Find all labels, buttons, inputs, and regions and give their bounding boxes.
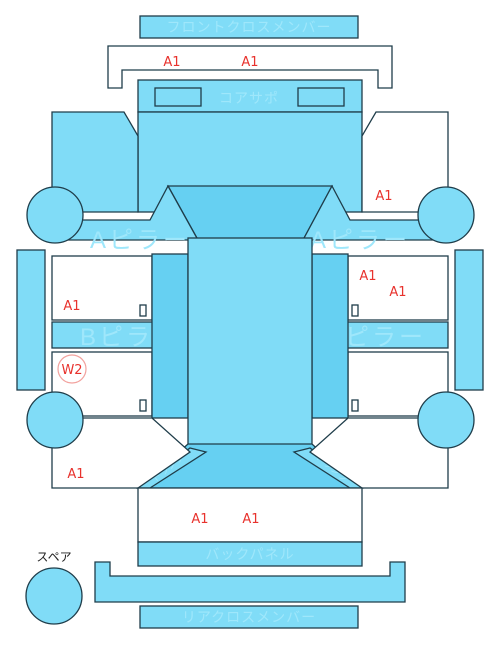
- trunk-lid: [137, 487, 363, 543]
- trunk-code-right: A1: [242, 512, 259, 527]
- spare-tire: [25, 567, 83, 625]
- back-panel-label: バックパネル: [205, 546, 294, 562]
- rear-cross-member: [139, 605, 359, 629]
- roof: [187, 237, 313, 451]
- wheel-front-right: [417, 186, 475, 244]
- front-door-right-code-1: A1: [359, 269, 376, 284]
- door-handle-front-left: [139, 304, 147, 317]
- front-door-left-code: A1: [63, 299, 80, 314]
- side-panel-right: [454, 249, 484, 391]
- front-door-left: [51, 255, 153, 321]
- w2-marker: [57, 354, 87, 384]
- fender-right-code: A1: [375, 189, 392, 204]
- front-bumper-code-left: A1: [163, 55, 180, 70]
- quarter-panel-left: [51, 417, 192, 489]
- trunk-code-left: A1: [191, 512, 208, 527]
- front-bumper: [107, 45, 393, 89]
- rear-door-left-code: W2: [61, 363, 82, 378]
- door-handle-front-right: [351, 304, 359, 317]
- fender-right: [361, 111, 449, 213]
- side-sill-right: [311, 253, 349, 419]
- a-pillar-left-label: Aピラー: [90, 227, 190, 254]
- rear-cross-member-label: リアクロスメンバー: [182, 609, 316, 625]
- spare-label: スペア: [36, 550, 71, 564]
- front-cross-member-label: フロントクロスメンバー: [167, 19, 332, 35]
- front-bumper-code-right: A1: [241, 55, 258, 70]
- front-cross-member: [139, 15, 359, 39]
- headlight-left: [154, 87, 202, 107]
- rear-bumper: [94, 561, 406, 603]
- door-handle-rear-left: [139, 399, 147, 412]
- door-handle-rear-right: [351, 399, 359, 412]
- wheel-rear-right: [417, 391, 475, 449]
- front-door-right-code-2: A1: [389, 285, 406, 300]
- back-panel: [137, 541, 363, 567]
- a-pillar-right-label: Aピラー: [310, 227, 410, 254]
- core-support-label: コアサポ: [219, 90, 279, 106]
- headlight-right: [297, 87, 345, 107]
- side-sill-left: [151, 253, 189, 419]
- wheel-rear-left: [26, 391, 84, 449]
- front-door-right: [347, 255, 449, 321]
- side-panel-left: [16, 249, 46, 391]
- wheel-front-left: [26, 186, 84, 244]
- quarter-left-code: A1: [67, 467, 84, 482]
